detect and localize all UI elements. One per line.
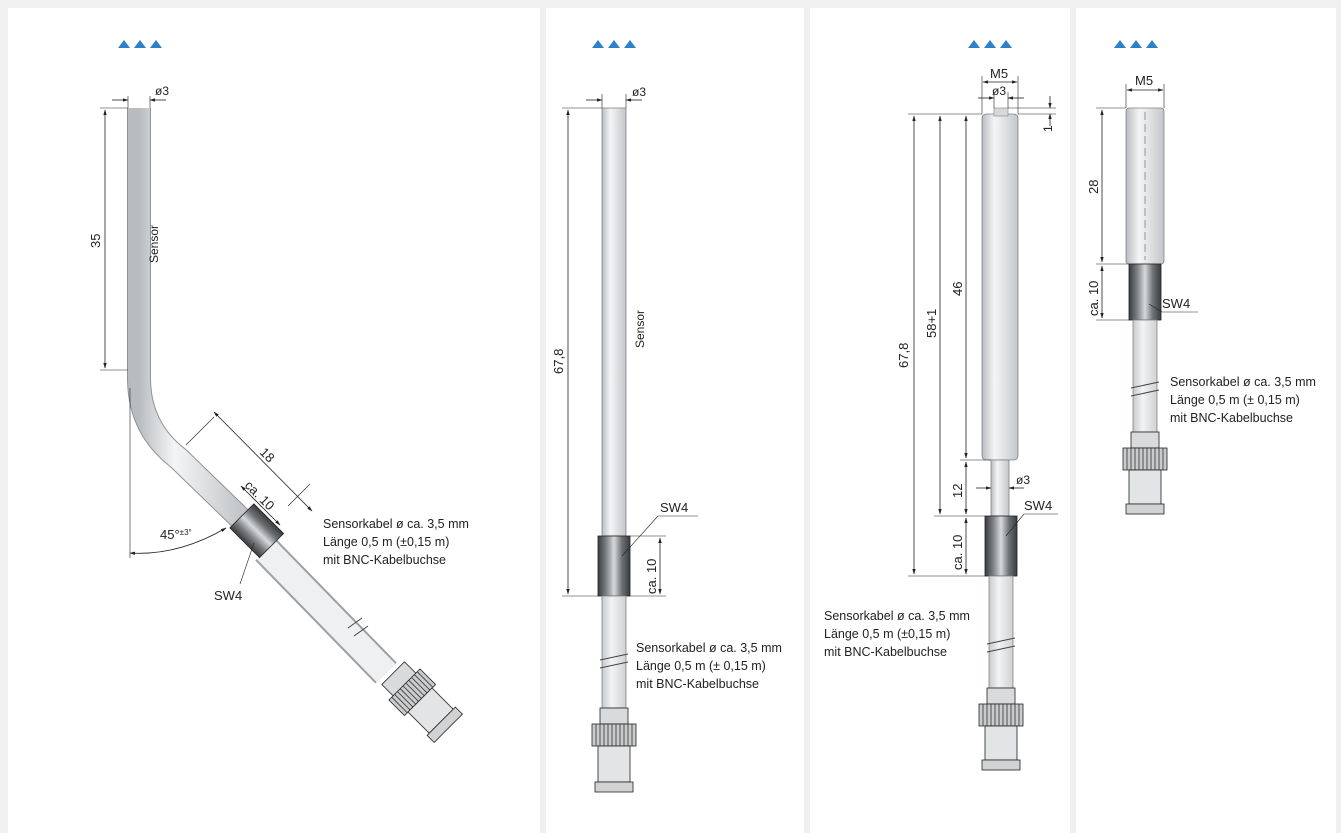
triangle-up-icon <box>118 40 162 48</box>
m5-long-sensor-drawing: M5 ø3 1 67,8 58+1 46 12 ø3 ca. 1 <box>824 40 1058 771</box>
cable-note-line1: Sensorkabel ø ca. 3,5 mm <box>824 609 970 623</box>
dim-bend-length: 18 <box>257 445 278 466</box>
sensor-body <box>981 113 1019 461</box>
bnc-connector <box>591 707 637 793</box>
dim-angle: 45°±3° <box>160 527 192 542</box>
dim-diameter: ø3 <box>155 84 169 98</box>
dim-tip: 1 <box>1041 125 1055 132</box>
cable-note-line3: mit BNC-Kabelbuchse <box>636 677 759 691</box>
sensor-tube <box>127 108 249 527</box>
triangle-up-icon <box>1114 40 1158 48</box>
cable-note-line2: Länge 0,5 m (± 0,15 m) <box>1170 393 1300 407</box>
panel-m5-long-sensor: M5 ø3 1 67,8 58+1 46 12 ø3 ca. 1 <box>810 8 1070 833</box>
dim-sleeve: ca. 10 <box>644 559 659 594</box>
dim-sensor-length: 35 <box>88 234 103 248</box>
sensor-neck <box>990 459 1010 517</box>
dim-thread-length: 28 <box>1086 180 1101 194</box>
wrench-size: SW4 <box>660 500 688 515</box>
sensor-label: Sensor <box>147 225 161 263</box>
dim-thread: M5 <box>1135 73 1153 88</box>
dim-sleeve: ca. 10 <box>242 478 278 514</box>
wrench-size: SW4 <box>1162 296 1190 311</box>
angled-sensor-drawing: ø3 35 Sensor 18 ca. 10 45°±3° SW4 Sensor… <box>88 40 469 743</box>
cable-note-line3: mit BNC-Kabelbuchse <box>1170 411 1293 425</box>
straight-sensor-drawing: ø3 67,8 Sensor ca. 10 SW4 Sensorkabel ø … <box>551 40 782 793</box>
cable <box>601 595 627 709</box>
cable-note-line2: Länge 0,5 m (±0,15 m) <box>824 627 950 641</box>
m5-short-sensor-drawing: M5 28 ca. 10 SW4 Sensorkabel ø ca. 3,5 m… <box>1086 40 1316 515</box>
sleeve <box>1128 263 1162 321</box>
cable-note-line1: Sensorkabel ø ca. 3,5 mm <box>1170 375 1316 389</box>
panel-angled-sensor: ø3 35 Sensor 18 ca. 10 45°±3° SW4 Sensor… <box>8 8 540 833</box>
triangle-up-icon <box>592 40 636 48</box>
cable-note-line3: mit BNC-Kabelbuchse <box>323 553 446 567</box>
bnc-connector <box>381 661 463 743</box>
sensor-label: Sensor <box>633 310 647 348</box>
dim-length-46: 46 <box>950 282 965 296</box>
dim-sleeve: ca. 10 <box>950 535 965 570</box>
dim-neck-length: 12 <box>950 484 965 498</box>
cable <box>1132 319 1158 433</box>
dim-diameter: ø3 <box>632 85 646 99</box>
cable-note-line3: mit BNC-Kabelbuchse <box>824 645 947 659</box>
sleeve <box>984 515 1018 577</box>
panel-straight-sensor: ø3 67,8 Sensor ca. 10 SW4 Sensorkabel ø … <box>546 8 804 833</box>
cable-note-line2: Länge 0,5 m (±0,15 m) <box>323 535 449 549</box>
sleeve <box>597 535 631 597</box>
dim-sleeve: ca. 10 <box>1086 281 1101 316</box>
triangle-up-icon <box>968 40 1012 48</box>
wrench-size: SW4 <box>1024 498 1052 513</box>
dim-length-58: 58+1 <box>924 309 939 338</box>
dim-total-length: 67,8 <box>551 349 566 374</box>
bnc-connector <box>978 687 1024 771</box>
panel-m5-short-sensor: M5 28 ca. 10 SW4 Sensorkabel ø ca. 3,5 m… <box>1076 8 1336 833</box>
dim-diameter-top: ø3 <box>992 84 1006 98</box>
cable <box>255 539 397 684</box>
sensor-tube <box>601 107 627 537</box>
cable-note-line1: Sensorkabel ø ca. 3,5 mm <box>636 641 782 655</box>
dim-total-length: 67,8 <box>896 343 911 368</box>
cable-note-line1: Sensorkabel ø ca. 3,5 mm <box>323 517 469 531</box>
cable-note-line2: Länge 0,5 m (± 0,15 m) <box>636 659 766 673</box>
dim-thread: M5 <box>990 66 1008 81</box>
dim-diameter-neck: ø3 <box>1016 473 1030 487</box>
bnc-connector <box>1122 431 1168 515</box>
cable <box>988 575 1014 689</box>
wrench-size: SW4 <box>214 588 242 603</box>
